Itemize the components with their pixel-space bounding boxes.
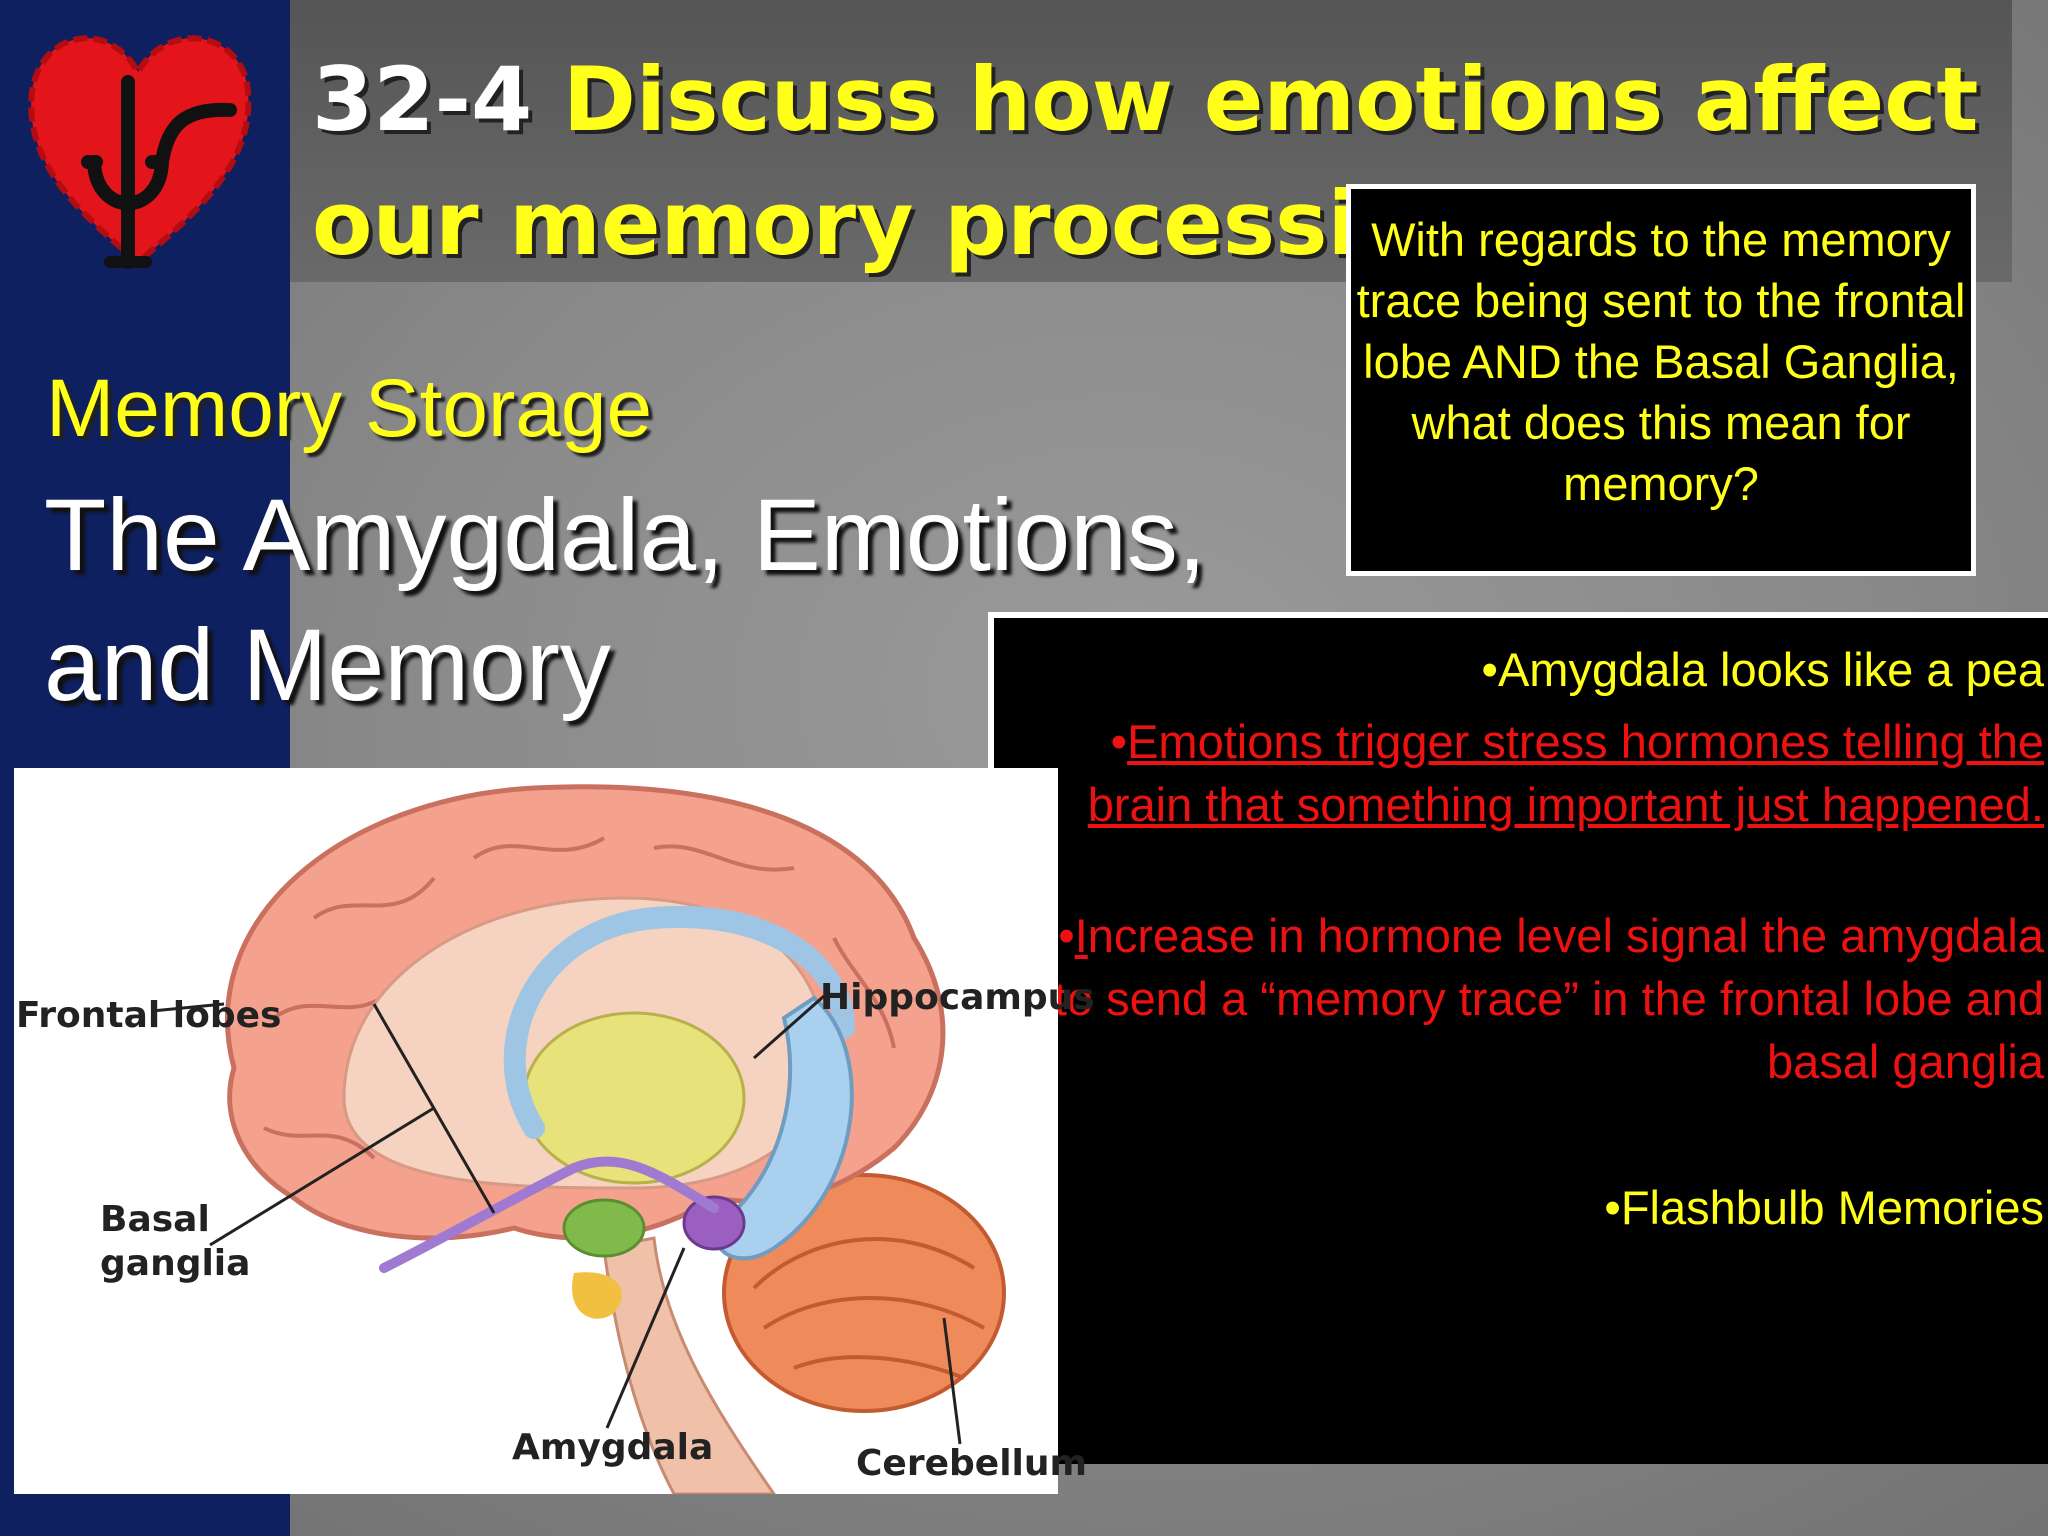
note-stress-hormones-text: Emotions trigger stress hormones telling… [1087, 715, 2044, 831]
slide-title: 32-4 Discuss how emotions affect our mem… [312, 38, 2012, 286]
note-bullet: • [1110, 715, 1128, 768]
label-cerebellum: Cerebellum [856, 1443, 1088, 1484]
amygdala-shape [682, 1195, 746, 1251]
brain-illustration [151, 784, 1006, 1496]
heart-psi-logo-icon [28, 35, 252, 269]
heading-line-1: The Amygdala, Emotions, [44, 478, 1207, 592]
title-text: Discuss how emotions affect our memory p… [312, 48, 1979, 275]
question-box: With regards to the memory trace being s… [1346, 184, 1976, 576]
slide-subtitle: Memory Storage [46, 363, 653, 454]
note-stress-hormones: •Emotions trigger stress hormones tellin… [1034, 710, 2044, 836]
label-hippocampus: Hippocampus [820, 977, 1095, 1018]
thalamus-shape [522, 1011, 746, 1185]
heading-line-2: and Memory [44, 608, 611, 722]
note-flashbulb: •Flashbulb Memories [1604, 1181, 2044, 1234]
note-hormone-level-text: ncrease in hormone level signal the amyg… [1053, 909, 2044, 1088]
label-basal-ganglia: Basal ganglia [100, 1199, 251, 1284]
label-frontal-lobes: Frontal lobes [16, 995, 282, 1036]
brain-diagram: Frontal lobes Basal ganglia Hippocampus … [14, 768, 1095, 1496]
note-amygdala-pea: •Amygdala looks like a pea [1481, 643, 2045, 696]
fornix-shape [503, 905, 855, 1139]
notes-panel: •Amygdala looks like a pea •Emotions tri… [988, 612, 2048, 1464]
hippocampus-shape [711, 995, 854, 1261]
note-hormone-level: •Increase in hormone level signal the am… [1034, 904, 2044, 1093]
note-bullet: • [1058, 909, 1075, 962]
label-amygdala: Amygdala [512, 1427, 714, 1468]
note-hormone-first-letter: I [1074, 909, 1088, 962]
slide-heading: The Amygdala, Emotions, and Memory [44, 470, 1364, 730]
title-number: 32-4 [312, 48, 533, 151]
